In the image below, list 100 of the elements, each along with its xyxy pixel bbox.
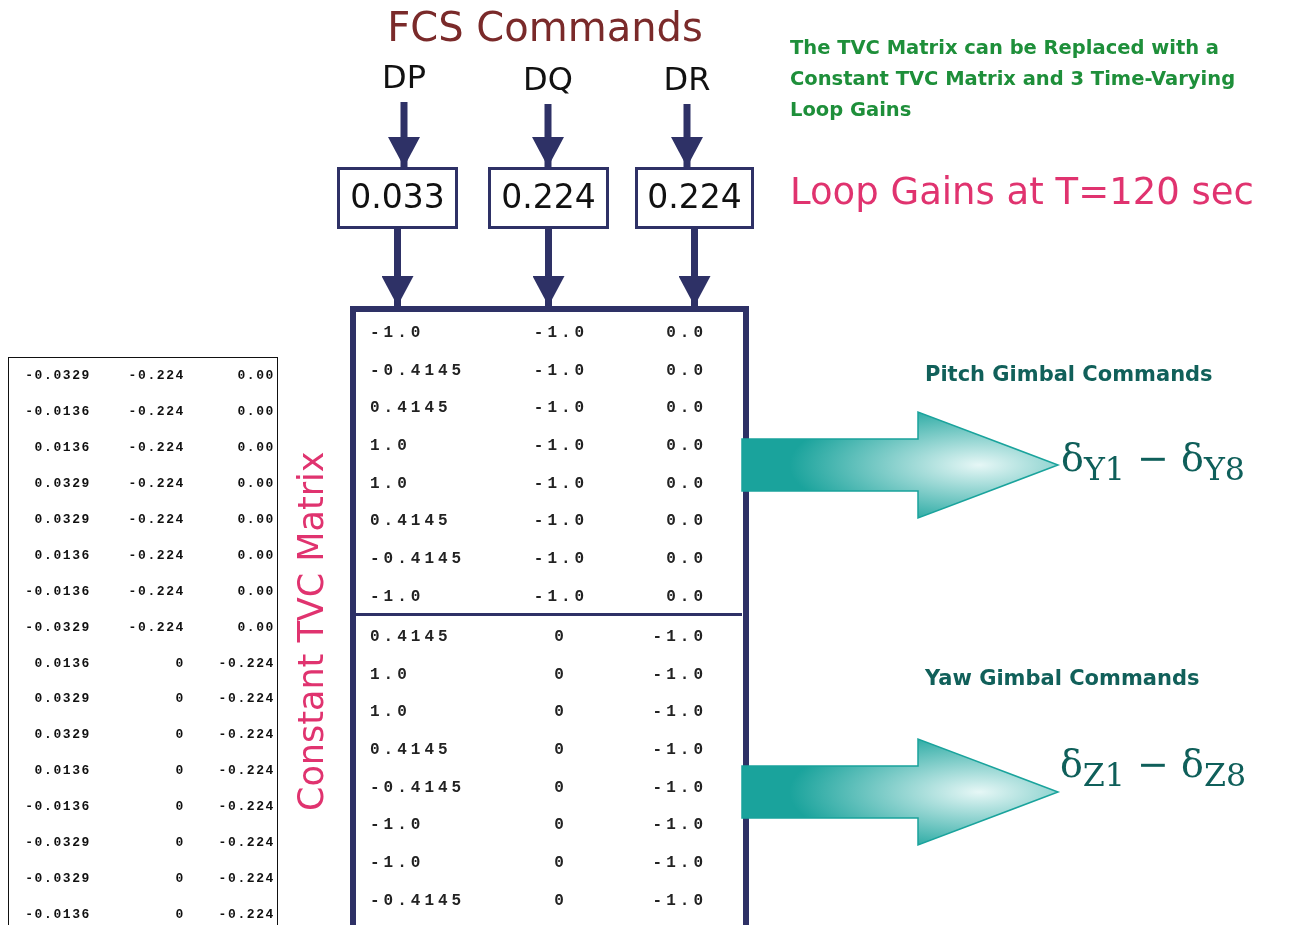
gain-box: 0.224 xyxy=(488,167,609,229)
table-cell-text: -0.0136 xyxy=(24,906,92,922)
matrix-cell-text: 0.4145 xyxy=(369,627,453,646)
gain-table xyxy=(8,357,278,925)
matrix-cell-text: 0 xyxy=(553,703,569,722)
table-cell-text: 0 xyxy=(174,727,186,743)
table-cell-text: 0.0136 xyxy=(33,655,92,671)
table-cell-text: -0.0329 xyxy=(24,870,92,886)
table-cell-text: -0.224 xyxy=(217,835,275,850)
table-cell-text: 0.0329 xyxy=(33,476,92,492)
matrix-cell-text: -1.0 xyxy=(651,740,708,759)
section-heading: Yaw Gimbal Commands xyxy=(925,666,1200,690)
table-cell-text: 0 xyxy=(174,835,186,850)
matrix-cell-text: -1.0 xyxy=(651,627,708,646)
table-cell-text: 0 xyxy=(174,763,186,779)
matrix-cell-text: -1.0 xyxy=(369,853,426,872)
matrix-cell-text: 0 xyxy=(553,816,569,835)
table-cell-text: 0 xyxy=(174,691,186,707)
matrix-cell-text: -1.0 xyxy=(369,323,426,342)
gain-box: 0.033 xyxy=(337,167,458,229)
matrix-cell-text: -1.0 xyxy=(651,665,708,684)
matrix-cell-text: -1.0 xyxy=(651,778,708,797)
table-cell-text: -0.0329 xyxy=(24,619,92,635)
matrix-cell-text: 0 xyxy=(553,778,569,797)
table-cell-text: -0.224 xyxy=(217,763,275,779)
section-heading: Pitch Gimbal Commands xyxy=(925,362,1213,386)
gimbal-command-symbol: δ$_{Z1}$ − δ$_{Z8}$ xyxy=(1058,742,1248,804)
table-cell-text: 0.0136 xyxy=(33,763,92,779)
table-cell-text: -0.224 xyxy=(217,691,275,707)
table-cell-text: 0 xyxy=(174,655,186,671)
table-cell-text: -0.224 xyxy=(127,404,186,420)
table-cell-text: -0.224 xyxy=(127,583,186,599)
matrix-cell-text: 1.0 xyxy=(369,474,412,493)
annotation-text: Loop Gains at T=120 sec xyxy=(790,170,1255,213)
matrix-cell-text: -1.0 xyxy=(651,891,708,910)
matrix-cell-text: 1.0 xyxy=(369,665,412,684)
table-cell-text: 0.00 xyxy=(236,440,275,456)
matrix-cell-text: 0.0 xyxy=(665,436,708,455)
table-cell-text: -0.0136 xyxy=(24,404,92,420)
table-cell-text: -0.224 xyxy=(127,547,186,563)
matrix-cell-text: 1.0 xyxy=(369,703,412,722)
table-cell-text: -0.224 xyxy=(127,440,186,456)
table-cell-text: -0.224 xyxy=(217,906,275,922)
matrix-cell-text: -0.4145 xyxy=(369,549,467,568)
table-cell-text: 0.00 xyxy=(236,368,275,384)
matrix-cell-text: 0 xyxy=(553,627,569,646)
table-cell-text: -0.0136 xyxy=(24,799,92,815)
matrix-cell-text: 0.0 xyxy=(665,474,708,493)
matrix-cell-text: 0.4145 xyxy=(369,740,453,759)
note-text: The TVC Matrix can be Replaced with a Constant TVC Matrix and 3 Time-Varying Loop Gains xyxy=(790,35,1237,123)
matrix-cell-text: -1.0 xyxy=(532,474,590,493)
arrow xyxy=(741,737,1061,847)
table-cell-text: 0.0329 xyxy=(33,727,92,743)
table-cell-text: 0.00 xyxy=(236,404,275,420)
matrix-cell-text: 0.0 xyxy=(665,512,708,531)
heading: FCS Commands xyxy=(386,4,704,50)
matrix-cell-text: 0 xyxy=(553,740,569,759)
command-label: DR xyxy=(656,60,718,104)
table-cell-text: 0.00 xyxy=(236,619,275,635)
table-cell-text: 0 xyxy=(174,870,186,886)
matrix-cell-text: -1.0 xyxy=(651,816,708,835)
matrix-cell-text: 0 xyxy=(553,891,569,910)
table-cell-text: -0.224 xyxy=(127,512,186,527)
matrix-cell-text: -1.0 xyxy=(369,587,426,606)
command-label: DP xyxy=(372,58,436,102)
matrix-cell-text: -0.4145 xyxy=(369,778,467,797)
matrix-cell-text: 1.0 xyxy=(369,436,412,455)
arrow xyxy=(381,229,414,306)
table-cell-text: 0.0136 xyxy=(33,547,92,563)
table-cell-text: 0.00 xyxy=(236,583,275,599)
table-cell-text: -0.224 xyxy=(217,655,275,671)
table-cell-text: 0.0329 xyxy=(33,691,92,707)
matrix-cell-text: 0 xyxy=(553,665,569,684)
table-cell-text: -0.224 xyxy=(217,727,275,743)
matrix-cell-text: 0.0 xyxy=(665,399,708,418)
table-cell-text: -0.224 xyxy=(127,619,186,635)
arrow xyxy=(678,229,711,306)
matrix-title: Constant TVC Matrix xyxy=(290,450,332,813)
arrow xyxy=(532,229,565,306)
gimbal-command-symbol: δ$_{Y1}$ − δ$_{Y8}$ xyxy=(1058,436,1248,498)
table-cell-text: -0.224 xyxy=(217,870,275,886)
table-cell-text: -0.0329 xyxy=(24,368,92,384)
matrix-cell-text: 0.0 xyxy=(665,549,708,568)
matrix-cell-text: 0 xyxy=(553,853,569,872)
matrix-cell-text: 0.4145 xyxy=(369,399,453,418)
command-label: DQ xyxy=(510,60,586,104)
matrix-cell-text: -1.0 xyxy=(532,436,590,455)
gain-box: 0.224 xyxy=(635,167,754,229)
table-cell-text: 0 xyxy=(174,906,186,922)
matrix-cell-text: 0.0 xyxy=(665,323,708,342)
matrix-cell-text: 0.4145 xyxy=(369,512,453,531)
matrix-cell-text: -1.0 xyxy=(532,549,590,568)
matrix-cell-text: -1.0 xyxy=(532,587,590,606)
table-cell-text: 0.00 xyxy=(236,476,275,492)
table-cell-text: 0.00 xyxy=(236,547,275,563)
matrix-cell-text: -0.4145 xyxy=(369,891,467,910)
table-cell-text: 0 xyxy=(174,799,186,815)
table-cell-text: 0.0136 xyxy=(33,440,92,456)
matrix-cell-text: -1.0 xyxy=(651,703,708,722)
matrix-cell-text: -1.0 xyxy=(532,323,590,342)
